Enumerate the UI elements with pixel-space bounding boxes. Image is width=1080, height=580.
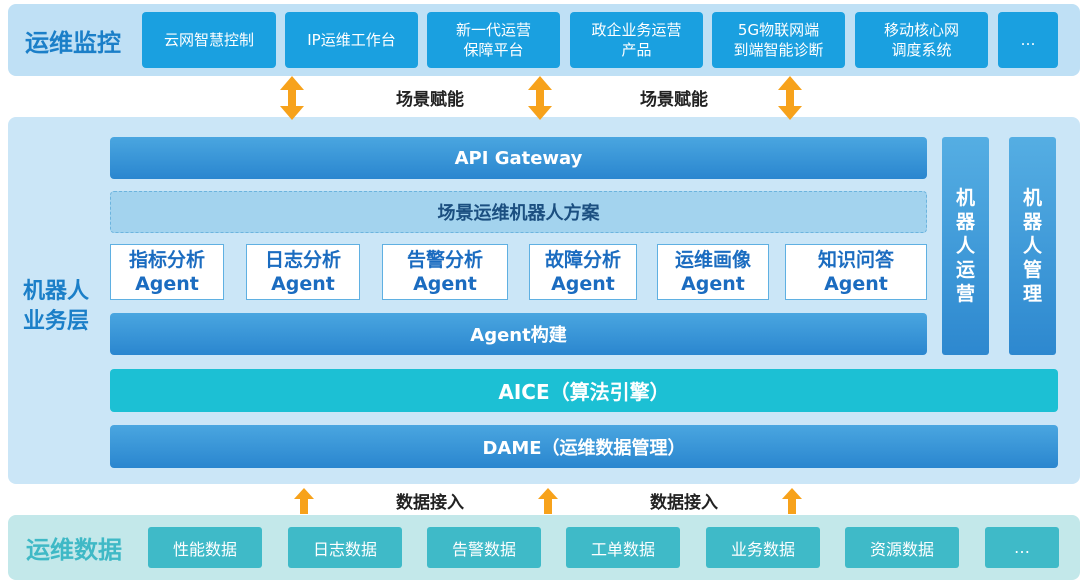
side-char: 理 xyxy=(1022,283,1042,305)
side-char: 器 xyxy=(1022,211,1042,233)
side-char: 机 xyxy=(955,187,975,209)
double-arrow-icon xyxy=(280,76,304,120)
robot-ops-column[interactable]: 机 器 人 运 营 xyxy=(942,137,989,355)
up-arrow-icon xyxy=(782,488,802,514)
agent-build-bar[interactable]: Agent构建 xyxy=(110,313,927,355)
double-arrow-icon xyxy=(778,76,802,120)
agent-suffix: Agent xyxy=(551,273,615,295)
up-arrow-icon xyxy=(294,488,314,514)
agent-suffix: Agent xyxy=(413,273,477,295)
data-source-performance[interactable]: 性能数据 xyxy=(148,527,262,568)
app-box-3[interactable]: 新一代运营 保障平台 xyxy=(427,12,560,68)
agent-suffix: Agent xyxy=(135,273,199,295)
agent-log[interactable]: 日志分析 Agent xyxy=(246,244,360,300)
agent-metric[interactable]: 指标分析 Agent xyxy=(110,244,224,300)
app-box-4[interactable]: 政企业务运营 产品 xyxy=(570,12,703,68)
app-box-2[interactable]: IP运维工作台 xyxy=(285,12,418,68)
agent-name: 告警分析 xyxy=(406,249,483,271)
double-arrow-icon xyxy=(528,76,552,120)
app-box-6[interactable]: 移动核心网 调度系统 xyxy=(855,12,988,68)
side-char: 器 xyxy=(955,211,975,233)
side-char: 机 xyxy=(1022,187,1042,209)
agent-suffix: Agent xyxy=(271,273,335,295)
robot-business-title-line1: 机器人 xyxy=(22,279,89,304)
robot-business-title-line2: 业务层 xyxy=(22,309,89,334)
side-char: 营 xyxy=(955,283,975,305)
scene-enable-label: 场景赋能 xyxy=(396,89,464,110)
agent-fault[interactable]: 故障分析 Agent xyxy=(529,244,637,300)
side-char: 管 xyxy=(1022,259,1042,281)
side-char: 人 xyxy=(1022,235,1042,257)
data-source-ticket[interactable]: 工单数据 xyxy=(566,527,680,568)
agent-name: 日志分析 xyxy=(264,249,341,271)
data-source-business[interactable]: 业务数据 xyxy=(706,527,820,568)
monitoring-title: 运维监控 xyxy=(25,28,121,57)
side-char: 运 xyxy=(955,259,975,281)
scene-enable-label: 场景赋能 xyxy=(640,89,708,110)
agent-name: 知识问答 xyxy=(817,249,894,271)
aice-bar[interactable]: AICE（算法引擎） xyxy=(110,369,1058,412)
app-box-1[interactable]: 云网智慧控制 xyxy=(142,12,276,68)
robot-business-title: 机器人 业务层 xyxy=(8,272,104,342)
data-access-label: 数据接入 xyxy=(396,492,464,513)
app-box-more[interactable]: … xyxy=(998,12,1058,68)
robot-mgmt-column[interactable]: 机 器 人 管 理 xyxy=(1009,137,1056,355)
side-char: 人 xyxy=(955,235,975,257)
agent-suffix: Agent xyxy=(824,273,888,295)
data-source-alarm[interactable]: 告警数据 xyxy=(427,527,541,568)
data-access-label: 数据接入 xyxy=(650,492,718,513)
agent-profile[interactable]: 运维画像 Agent xyxy=(657,244,769,300)
ops-data-title: 运维数据 xyxy=(26,535,122,564)
agent-name: 故障分析 xyxy=(544,249,621,271)
agent-alarm[interactable]: 告警分析 Agent xyxy=(382,244,508,300)
agent-suffix: Agent xyxy=(681,273,745,295)
agent-qa[interactable]: 知识问答 Agent xyxy=(785,244,927,300)
api-gateway-bar[interactable]: API Gateway xyxy=(110,137,927,179)
scene-solution-bar[interactable]: 场景运维机器人方案 xyxy=(110,191,927,233)
data-source-more[interactable]: … xyxy=(985,527,1059,568)
agent-name: 指标分析 xyxy=(128,249,205,271)
app-box-5[interactable]: 5G物联网端 到端智能诊断 xyxy=(712,12,845,68)
data-source-log[interactable]: 日志数据 xyxy=(288,527,402,568)
agent-name: 运维画像 xyxy=(674,249,751,271)
up-arrow-icon xyxy=(538,488,558,514)
data-source-resource[interactable]: 资源数据 xyxy=(845,527,959,568)
dame-bar[interactable]: DAME（运维数据管理） xyxy=(110,425,1058,468)
